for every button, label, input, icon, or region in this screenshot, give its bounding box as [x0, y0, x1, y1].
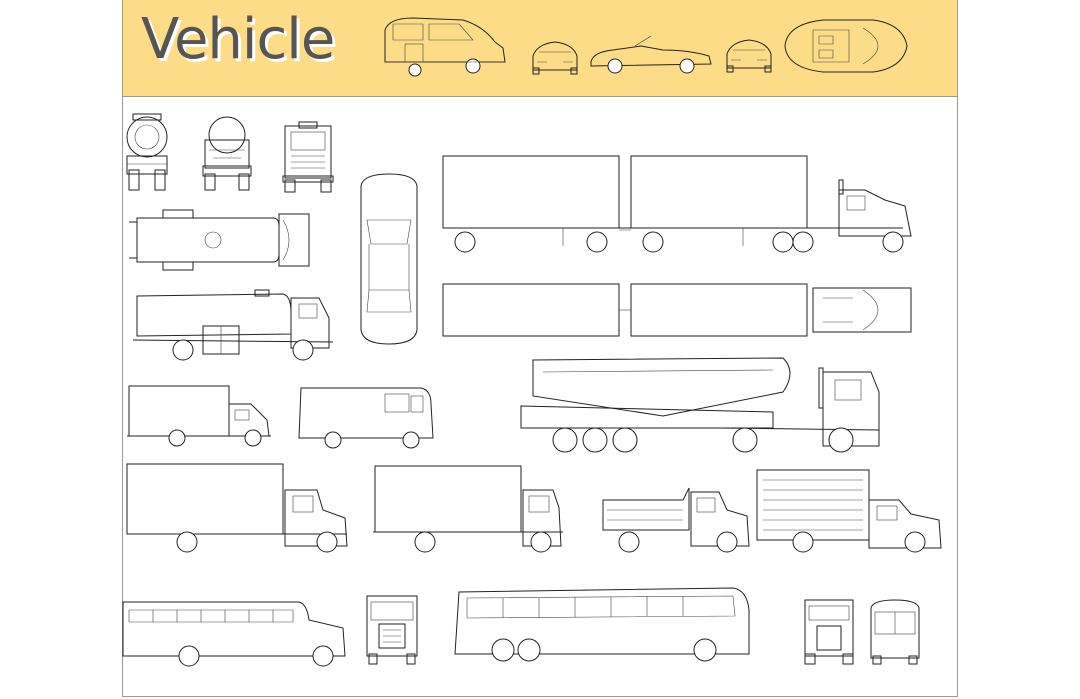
stake-truck-side-view: [373, 465, 563, 553]
title-banner: Vehicle: [123, 0, 957, 97]
bulk-tanker-semi-side-view: [520, 357, 880, 453]
school-bus-rear-view: [804, 599, 854, 665]
tanker-truck-rear-view: [126, 113, 168, 191]
banner-vehicles: [384, 17, 908, 77]
box-van-side-view: [127, 385, 271, 447]
dump-truck-side-view: [602, 487, 750, 553]
box-truck-side-view: [126, 463, 348, 553]
box-truck-front-view: [282, 121, 334, 193]
convertible-top-icon: [784, 19, 908, 73]
page-title: Vehicle: [141, 7, 335, 72]
wheelchair-van-icon: [384, 17, 506, 77]
sports-car-front-icon: [726, 39, 772, 73]
moving-van-side-view: [756, 469, 942, 553]
school-bus-front-view: [366, 595, 418, 665]
sports-car-front-icon: [532, 41, 578, 75]
double-trailer-truck-top-view: [442, 283, 912, 337]
sedan-top-view: [360, 173, 418, 345]
coach-bus-front-view: [870, 599, 920, 665]
tanker-truck-side-view: [132, 289, 334, 361]
coach-bus-side-view: [454, 587, 750, 662]
step-van-side-view: [298, 387, 434, 449]
drawing-sheet: Vehicle: [122, 0, 958, 697]
vehicle-drawings: [122, 113, 942, 667]
tanker-truck-top-view: [129, 209, 310, 271]
double-trailer-truck-side-view: [442, 155, 912, 253]
tanker-truck-front-view: [202, 116, 252, 191]
convertible-side-icon: [590, 35, 712, 74]
school-bus-side-view: [122, 601, 346, 667]
